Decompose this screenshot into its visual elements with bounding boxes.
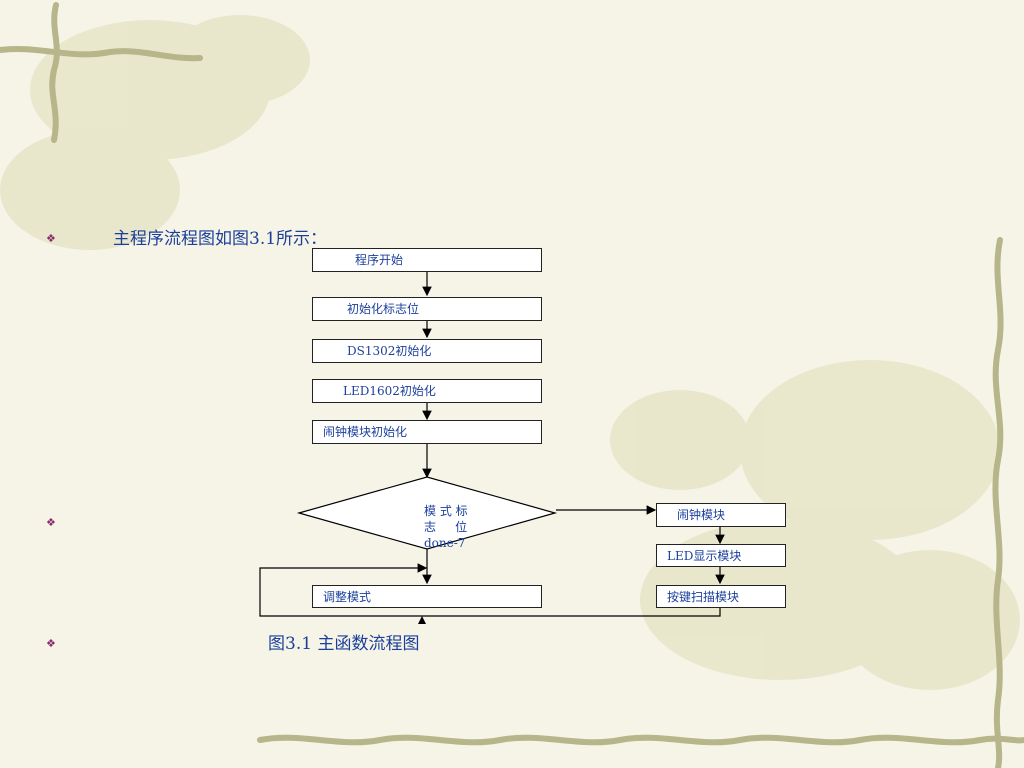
adjust-mode-box: 调整模式: [312, 585, 542, 608]
alarm-module-label: 闹钟模块: [677, 508, 726, 522]
led1602-init-label: LED1602初始化: [343, 384, 436, 398]
bullet-icon: ❖: [46, 637, 56, 650]
start-label: 程序开始: [355, 253, 404, 267]
alarm-init-box: 闹钟模块初始化: [312, 420, 542, 444]
adjust-mode-label: 调整模式: [323, 590, 372, 604]
bullet-icon: ❖: [46, 232, 56, 245]
led1602-init-box: LED1602初始化: [312, 379, 542, 403]
ds1302-init-label: DS1302初始化: [347, 344, 432, 358]
led-display-module-label: LED显示模块: [667, 549, 742, 563]
decision-label-line1: 模 式 标: [424, 504, 468, 518]
led-display-module-box: LED显示模块: [656, 544, 786, 567]
alarm-module-box: 闹钟模块: [656, 503, 786, 527]
decision-label-line3: done-7: [424, 536, 466, 550]
decision-label-line2: 志 位: [424, 520, 468, 534]
alarm-init-label: 闹钟模块初始化: [323, 425, 408, 439]
intro-text: 主程序流程图如图3.1所示：: [113, 229, 328, 249]
start-box: 程序开始: [312, 248, 542, 272]
bullet-icon: ❖: [46, 516, 56, 529]
key-scan-module-label: 按键扫描模块: [667, 590, 740, 604]
key-scan-module-box: 按键扫描模块: [656, 585, 786, 608]
ds1302-init-box: DS1302初始化: [312, 339, 542, 363]
init-flags-label: 初始化标志位: [347, 302, 420, 316]
init-flags-box: 初始化标志位: [312, 297, 542, 321]
figure-caption: 图3.1 主函数流程图: [268, 634, 420, 654]
